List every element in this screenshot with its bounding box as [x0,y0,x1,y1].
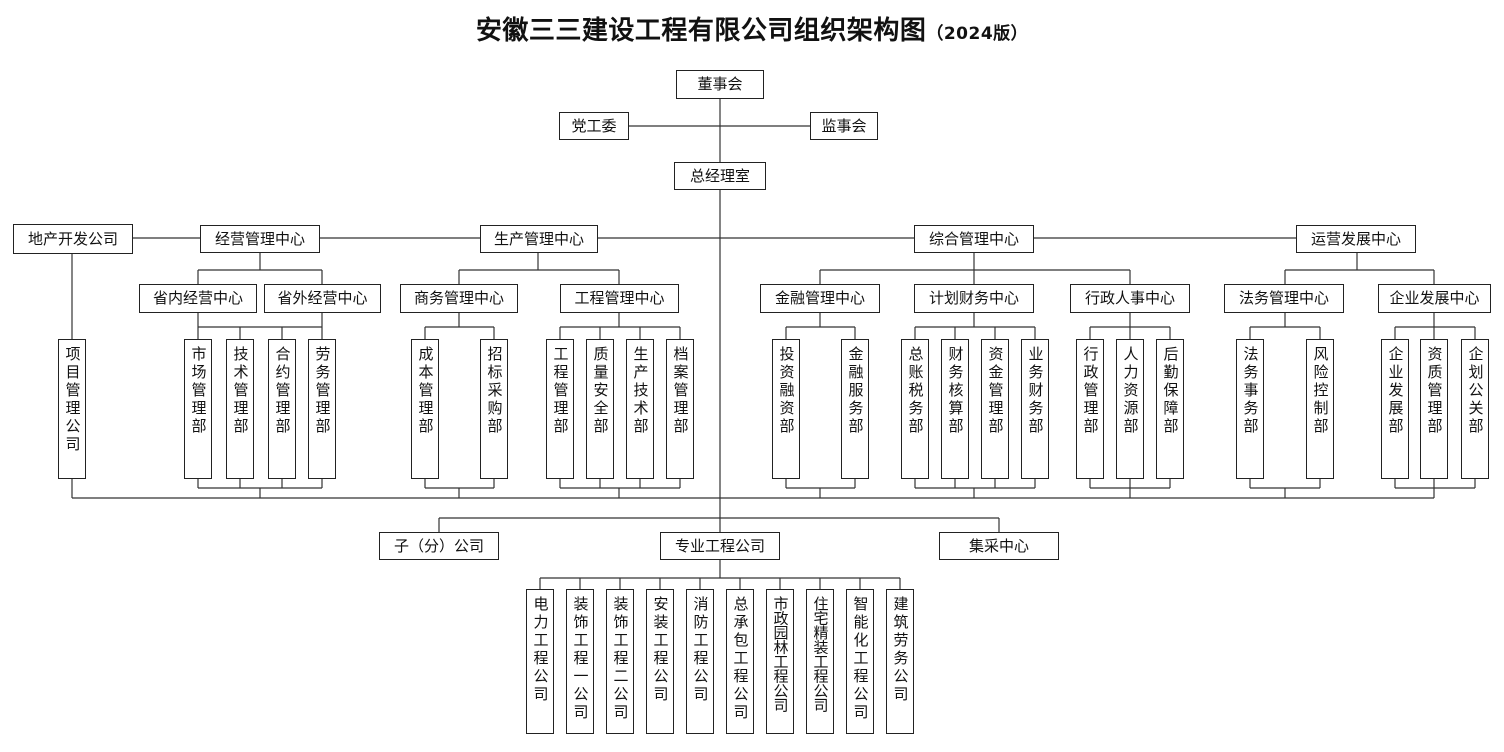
node-bid-dept-label: 招标采购部 [485,346,504,436]
node-ops-mgmt-center: 经营管理中心 [200,225,320,253]
node-municipal-co-label: 市政园林工程公司 [771,596,790,712]
node-invest-dept: 投资融资部 [772,339,800,479]
node-contract-dept-label: 合约管理部 [273,346,292,436]
node-fin-service-dept: 金融服务部 [841,339,869,479]
node-bid-dept: 招标采购部 [480,339,508,479]
node-admin-hr-center: 行政人事中心 [1070,284,1190,313]
node-market-dept-label: 市场管理部 [189,346,208,436]
node-operation-center: 运营发展中心 [1296,225,1416,253]
node-labor-co-label: 建筑劳务公司 [891,596,910,704]
node-fire-co-label: 消防工程公司 [691,596,710,704]
node-finance-center: 金融管理中心 [760,284,880,313]
node-residential-co: 住宅精装工程公司 [806,589,834,734]
node-market-dept: 市场管理部 [184,339,212,479]
node-power-co-label: 电力工程公司 [531,596,550,704]
node-project-mgmt-co: 项目管理公司 [58,339,86,479]
node-logistics-dept-label: 后勤保障部 [1161,346,1180,436]
node-hr-dept-label: 人力资源部 [1121,346,1140,436]
node-ent-dev-dept: 企业发展部 [1381,339,1409,479]
node-ent-dev-dept-label: 企业发展部 [1386,346,1405,436]
node-admin-dept-label: 行政管理部 [1081,346,1100,436]
node-install-co: 安装工程公司 [646,589,674,734]
chart-title: 安徽三三建设工程有限公司组织架构图（2024版） [0,10,1504,47]
node-contract-dept: 合约管理部 [268,339,296,479]
node-qualification-dept-label: 资质管理部 [1425,346,1444,436]
node-fin-service-dept-label: 金融服务部 [846,346,865,436]
node-subsidiary: 子（分）公司 [379,532,499,560]
node-legal-dept: 法务事务部 [1236,339,1264,479]
node-eng-center: 工程管理中心 [560,284,679,313]
title-text: 安徽三三建设工程有限公司组织架构图 [475,16,927,46]
node-quality-dept-label: 质量安全部 [591,346,610,436]
node-residential-co-label: 住宅精装工程公司 [811,596,830,712]
node-board: 董事会 [676,70,764,99]
node-archive-dept: 档案管理部 [666,339,694,479]
node-smart-co-label: 智能化工程公司 [851,596,870,722]
node-business-center: 商务管理中心 [400,284,518,313]
node-logistics-dept: 后勤保障部 [1156,339,1184,479]
node-qualification-dept: 资质管理部 [1420,339,1448,479]
node-deco1-co-label: 装饰工程一公司 [571,596,590,722]
node-prov-out-center: 省外经营中心 [264,284,381,313]
node-admin-dept: 行政管理部 [1076,339,1104,479]
node-biz-finance-dept: 业务财务部 [1021,339,1049,479]
node-labor-co: 建筑劳务公司 [886,589,914,734]
node-eng-dept-label: 工程管理部 [551,346,570,436]
node-fund-dept-label: 资金管理部 [986,346,1005,436]
node-party-committee: 党工委 [559,112,629,140]
node-invest-dept-label: 投资融资部 [777,346,796,436]
node-pr-dept: 企划公关部 [1461,339,1489,479]
node-general-mgmt-center: 综合管理中心 [914,225,1034,253]
node-plan-finance-center: 计划财务中心 [914,284,1034,313]
node-ledger-tax-dept-label: 总账税务部 [906,346,925,436]
node-tech-dept: 技术管理部 [226,339,254,479]
node-hr-dept: 人力资源部 [1116,339,1144,479]
node-epc-co-label: 总承包工程公司 [731,596,750,722]
node-power-co: 电力工程公司 [526,589,554,734]
node-deco2-co-label: 装饰工程二公司 [611,596,630,722]
node-accounting-dept-label: 财务核算部 [946,346,965,436]
node-prod-tech-dept-label: 生产技术部 [631,346,650,436]
node-accounting-dept: 财务核算部 [941,339,969,479]
node-tech-dept-label: 技术管理部 [231,346,250,436]
node-fire-co: 消防工程公司 [686,589,714,734]
node-risk-dept: 风险控制部 [1306,339,1334,479]
node-deco2-co: 装饰工程二公司 [606,589,634,734]
node-fund-dept: 资金管理部 [981,339,1009,479]
node-labor-dept-label: 劳务管理部 [313,346,332,436]
node-legal-center: 法务管理中心 [1224,284,1344,313]
node-ledger-tax-dept: 总账税务部 [901,339,929,479]
title-version: （2024版） [926,24,1029,44]
node-eng-dept: 工程管理部 [546,339,574,479]
node-supervisory-board: 监事会 [810,112,878,140]
node-real-estate-co: 地产开发公司 [13,224,133,254]
node-archive-dept-label: 档案管理部 [671,346,690,436]
node-cost-dept: 成本管理部 [411,339,439,479]
node-biz-finance-dept-label: 业务财务部 [1026,346,1045,436]
node-purchasing-center: 集采中心 [939,532,1059,560]
node-specialty-eng-co: 专业工程公司 [660,532,780,560]
node-prod-tech-dept: 生产技术部 [626,339,654,479]
node-install-co-label: 安装工程公司 [651,596,670,704]
node-gm-office: 总经理室 [674,162,766,190]
node-pr-dept-label: 企划公关部 [1466,346,1485,436]
node-quality-dept: 质量安全部 [586,339,614,479]
node-cost-dept-label: 成本管理部 [416,346,435,436]
node-deco1-co: 装饰工程一公司 [566,589,594,734]
node-epc-co: 总承包工程公司 [726,589,754,734]
node-enterprise-center: 企业发展中心 [1378,284,1491,313]
node-prod-mgmt-center: 生产管理中心 [480,225,598,253]
node-project-mgmt-co-label: 项目管理公司 [63,346,82,454]
node-prov-in-center: 省内经营中心 [139,284,257,313]
node-labor-dept: 劳务管理部 [308,339,336,479]
node-municipal-co: 市政园林工程公司 [766,589,794,734]
node-smart-co: 智能化工程公司 [846,589,874,734]
node-legal-dept-label: 法务事务部 [1241,346,1260,436]
node-risk-dept-label: 风险控制部 [1311,346,1330,436]
